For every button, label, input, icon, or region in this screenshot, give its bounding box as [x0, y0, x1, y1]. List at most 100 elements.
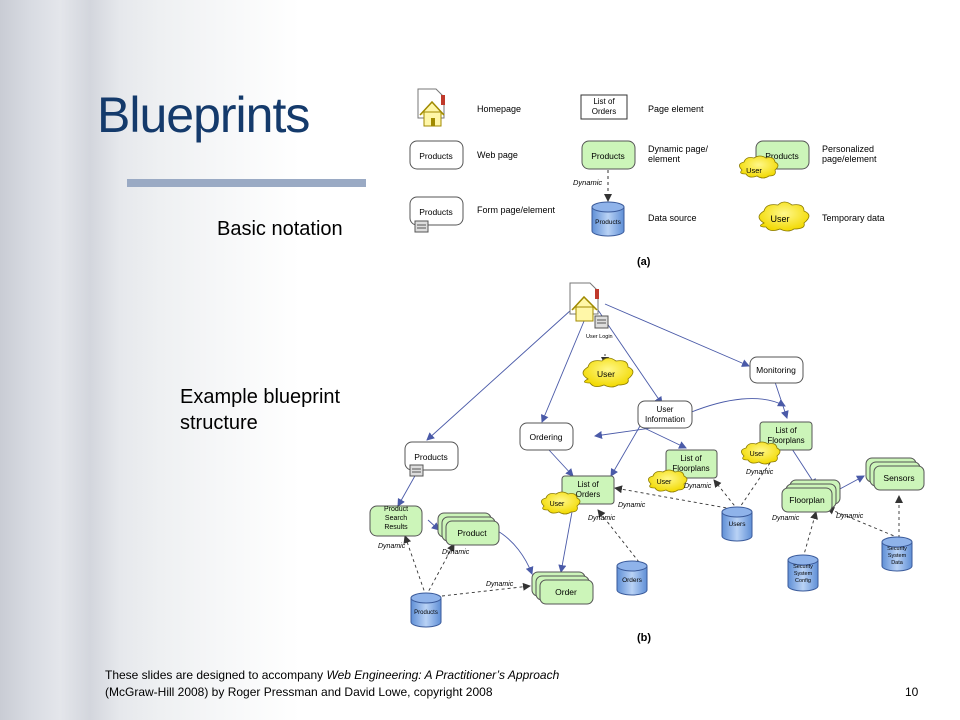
- svg-text:Dynamic: Dynamic: [588, 515, 616, 522]
- node-list-floorplans-mid: List of Floorplans: [665, 449, 718, 479]
- node-products-db: Products: [410, 592, 442, 628]
- slide-title: Blueprints: [97, 87, 310, 143]
- svg-text:List of: List of: [775, 426, 797, 435]
- legend-web-page-node: Products: [409, 140, 464, 170]
- node-list-floorplans-top: List of Floorplans: [759, 421, 813, 451]
- node-orders-db: Orders: [616, 560, 648, 596]
- svg-text:Products: Products: [419, 151, 453, 161]
- caption-b: (b): [637, 632, 651, 644]
- svg-text:List of: List of: [593, 97, 615, 106]
- svg-text:Product: Product: [457, 528, 487, 538]
- basic-notation-label: Basic notation: [217, 218, 343, 240]
- svg-text:Ordering: Ordering: [529, 432, 562, 442]
- node-user-cloud-mid: User: [648, 469, 688, 493]
- svg-text:Information: Information: [645, 415, 685, 424]
- node-homepage: User Login: [569, 282, 613, 340]
- svg-text:List of: List of: [577, 480, 599, 489]
- svg-text:User: User: [657, 405, 674, 414]
- footer-credit: These slides are designed to accompany W…: [105, 667, 559, 701]
- legend-dynamic-node: Products: [581, 140, 636, 170]
- svg-text:Products: Products: [414, 610, 438, 616]
- svg-text:Dynamic: Dynamic: [836, 513, 864, 520]
- svg-text:Security: Security: [887, 546, 907, 552]
- node-security-data-db: Security System Data: [881, 536, 913, 572]
- node-monitoring: Monitoring: [749, 356, 804, 384]
- svg-text:Dynamic: Dynamic: [618, 502, 646, 509]
- node-order: Order: [531, 571, 594, 605]
- svg-text:Orders: Orders: [592, 107, 616, 116]
- legend-web-page-text: Web page: [477, 150, 518, 160]
- dynamic-edge-labels: Dynamic Dynamic Dynamic Dynamic Dynamic …: [378, 469, 864, 588]
- node-user-cloud-top: User: [741, 441, 781, 465]
- node-user-cloud: User: [582, 357, 634, 388]
- svg-text:Dynamic: Dynamic: [442, 549, 470, 556]
- background-stripes: [0, 0, 370, 720]
- example-blueprint-label: Example blueprint structure: [180, 386, 341, 434]
- svg-text:Orders: Orders: [622, 577, 643, 584]
- svg-text:Products: Products: [595, 219, 621, 226]
- node-sensors: Sensors: [865, 457, 925, 491]
- svg-text:User Login: User Login: [586, 334, 613, 340]
- node-floorplan: Floorplan: [781, 479, 841, 513]
- legend-homepage-text: Homepage: [477, 104, 521, 114]
- legend-personalized-text-2: page/element: [822, 154, 877, 164]
- node-security-config-db: Security System Config: [787, 554, 819, 592]
- svg-text:Sensors: Sensors: [883, 473, 914, 483]
- svg-text:Dynamic: Dynamic: [486, 581, 514, 588]
- svg-text:Search: Search: [385, 515, 407, 522]
- legend-dynamic-edge-label: Dynamic: [573, 178, 602, 187]
- page-number: 10: [905, 685, 919, 699]
- blueprint-edges: [397, 303, 903, 597]
- svg-text:Orders: Orders: [576, 490, 600, 499]
- svg-text:Floorplans: Floorplans: [672, 464, 709, 473]
- node-user-information: User Information: [637, 400, 693, 429]
- svg-text:List of: List of: [680, 454, 702, 463]
- footer-line-1: These slides are designed to accompany W…: [105, 667, 559, 684]
- svg-text:System: System: [794, 571, 813, 577]
- legend-data-source-cylinder: Products: [591, 201, 625, 237]
- footer-prefix: These slides are designed to accompany: [105, 668, 327, 682]
- svg-text:User: User: [770, 214, 789, 224]
- svg-text:Floorplan: Floorplan: [789, 495, 825, 505]
- footer-book-title: Web Engineering: A Practitioner’s Approa…: [326, 668, 560, 682]
- legend-temporary-text: Temporary data: [822, 213, 885, 223]
- legend-personalized-text-1: Personalized: [822, 144, 874, 154]
- svg-text:Dynamic: Dynamic: [746, 469, 774, 476]
- svg-text:Dynamic: Dynamic: [378, 543, 406, 550]
- svg-text:Results: Results: [384, 524, 408, 531]
- blueprint-figure: Homepage List of Orders Page element Pro…: [366, 88, 925, 649]
- node-user-cloud-orders: User: [541, 491, 581, 515]
- legend-temporary-cloud: User: [758, 201, 810, 232]
- legend-data-source-text: Data source: [648, 213, 697, 223]
- svg-text:Dynamic: Dynamic: [772, 515, 800, 522]
- svg-text:Products: Products: [414, 452, 448, 462]
- svg-text:Monitoring: Monitoring: [756, 365, 796, 375]
- svg-text:User: User: [746, 166, 762, 175]
- svg-text:Products: Products: [591, 151, 625, 161]
- node-products: Products: [404, 441, 459, 477]
- legend-form-text: Form page/element: [477, 205, 556, 215]
- legend-personalized-node: Products User: [739, 140, 810, 179]
- svg-text:Data: Data: [891, 560, 904, 566]
- svg-text:Users: Users: [729, 521, 747, 528]
- svg-text:Security: Security: [793, 564, 813, 570]
- svg-text:User: User: [657, 479, 672, 486]
- legend-form-node: Products: [409, 196, 464, 233]
- svg-text:Dynamic: Dynamic: [684, 483, 712, 490]
- legend-dynamic-text-2: element: [648, 154, 681, 164]
- node-product-search-results: Product Search Results: [369, 505, 423, 537]
- svg-text:User: User: [750, 451, 765, 458]
- title-underline: [127, 179, 370, 187]
- svg-text:System: System: [888, 553, 907, 559]
- legend-page-element-node: List of Orders: [580, 94, 628, 120]
- svg-text:Products: Products: [419, 207, 453, 217]
- caption-a: (a): [637, 256, 651, 268]
- svg-text:Config: Config: [795, 578, 811, 584]
- svg-text:User: User: [550, 501, 565, 508]
- legend-page-element-text: Page element: [648, 104, 704, 114]
- svg-text:Floorplans: Floorplans: [767, 436, 804, 445]
- legend-homepage-icon: [417, 88, 445, 127]
- svg-text:Order: Order: [555, 587, 577, 597]
- svg-text:Product: Product: [384, 506, 408, 513]
